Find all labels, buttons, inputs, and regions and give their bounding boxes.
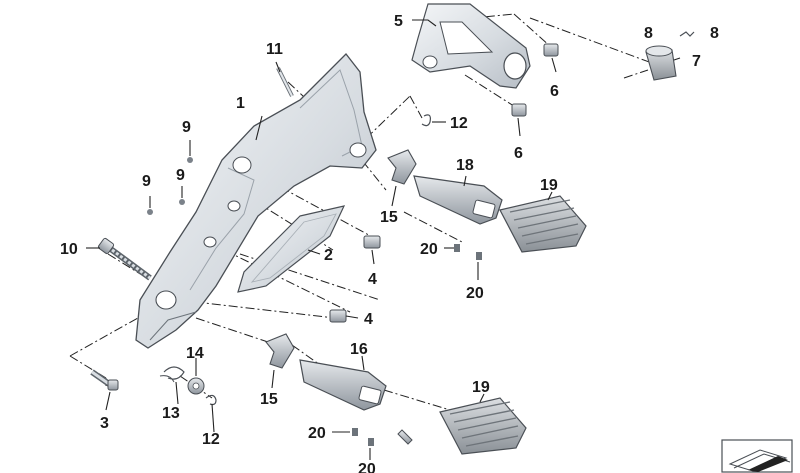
screw-20a — [454, 244, 460, 252]
screw-9b — [179, 199, 185, 205]
callout-7: 7 — [692, 53, 701, 70]
callout-9b: 9 — [176, 167, 185, 184]
part-2-heel-guard — [237, 205, 346, 293]
part-16-footpeg-lower — [299, 359, 387, 411]
callout-1: 1 — [236, 95, 245, 112]
bolt-6-upper — [543, 43, 559, 57]
callout-20d: 20 — [358, 461, 376, 473]
callout-12-lower: 12 — [202, 431, 220, 448]
callout-6-upper: 6 — [550, 83, 559, 100]
callout-9a: 9 — [182, 119, 191, 136]
callout-8-right: 8 — [710, 25, 719, 42]
part-1-main-bracket — [135, 53, 377, 349]
bolt-6-lower — [511, 103, 527, 117]
clip-12-upper — [421, 114, 431, 127]
callout-15-upper: 15 — [380, 209, 398, 226]
part-19-rubber-lower — [439, 397, 527, 455]
callout-16: 16 — [350, 341, 368, 358]
callout-20a: 20 — [420, 241, 438, 258]
part-13-clip — [159, 366, 185, 383]
callout-4-upper: 4 — [368, 271, 377, 288]
clip-12-lower — [205, 394, 217, 406]
callout-14: 14 — [186, 345, 204, 362]
callout-13: 13 — [162, 405, 180, 422]
part-15-clip-upper — [387, 149, 417, 185]
callout-19-lower: 19 — [472, 379, 490, 396]
callout-2: 2 — [324, 247, 333, 264]
pin-16 — [397, 429, 413, 445]
callout-9c: 9 — [142, 173, 151, 190]
bolts — [90, 31, 695, 446]
callout-12-upper: 12 — [450, 115, 468, 132]
leader-lines — [86, 19, 681, 460]
callout-19-upper: 19 — [540, 177, 558, 194]
callout-5: 5 — [394, 13, 403, 30]
part-7-rubber-cap — [645, 45, 677, 81]
part-15-clip-lower — [265, 333, 295, 369]
callout-3: 3 — [100, 415, 109, 432]
callout-10: 10 — [60, 241, 78, 258]
callout-18: 18 — [456, 157, 474, 174]
bolt-10 — [97, 237, 152, 281]
screw-20b — [476, 252, 482, 260]
screw-11 — [276, 67, 294, 97]
callout-6-lower: 6 — [514, 145, 523, 162]
screw-9c — [147, 209, 153, 215]
screw-20c — [352, 428, 358, 436]
callout-8-left: 8 — [644, 25, 653, 42]
part-18-footpeg-upper — [413, 175, 503, 225]
pin-8 — [679, 31, 695, 37]
callout-4-lower: 4 — [364, 311, 373, 328]
part-14-spring — [187, 377, 205, 395]
part-5-upper-bracket — [411, 3, 531, 89]
part-19-rubber-upper — [499, 195, 587, 253]
callout-20c: 20 — [308, 425, 326, 442]
bolt-4-lower — [329, 309, 347, 323]
screw-9a — [187, 157, 193, 163]
bolt-3 — [90, 369, 119, 391]
callout-20b: 20 — [466, 285, 484, 302]
callouts: 5 1 11 6 6 8 8 7 9 9 9 10 2 4 4 3 12 12 … — [60, 13, 719, 473]
screw-20d — [368, 438, 374, 446]
callout-11: 11 — [266, 41, 283, 58]
assembly-stack-icon — [721, 439, 793, 473]
callout-15-lower: 15 — [260, 391, 278, 408]
bolt-4-upper — [363, 235, 381, 249]
